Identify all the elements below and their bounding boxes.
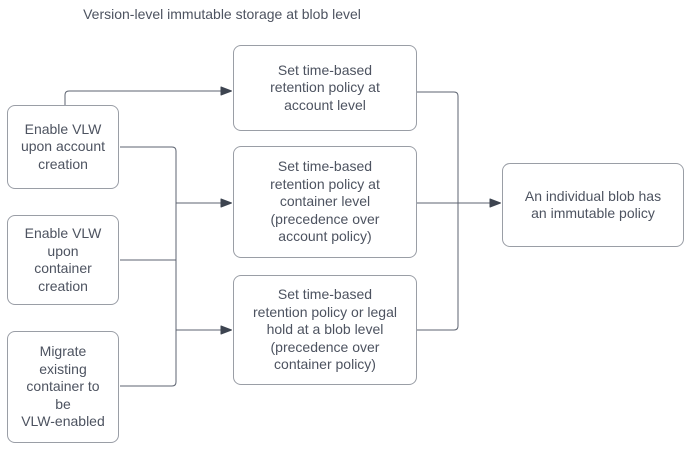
- node-label: Set time-based retention policy at conta…: [270, 158, 380, 245]
- connector-left-collector: [120, 146, 177, 387]
- node-label: Set time-based retention policy at accou…: [270, 61, 380, 113]
- node-retention-policy-container: Set time-based retention policy at conta…: [233, 146, 417, 258]
- node-label: Set time-based retention policy or legal…: [253, 286, 397, 373]
- node-label: Enable VLW upon account creation: [20, 120, 106, 172]
- node-retention-policy-blob: Set time-based retention policy or legal…: [233, 275, 417, 385]
- connector-right-collector: [417, 91, 459, 331]
- node-label: An individual blob has an immutable poli…: [524, 187, 662, 222]
- node-migrate-existing-container: Migrate existing container to be VLW-ena…: [7, 331, 119, 443]
- arrowhead-into-account-policy: [220, 86, 232, 96]
- node-retention-policy-account: Set time-based retention policy at accou…: [233, 45, 417, 131]
- node-blob-immutable-policy: An individual blob has an immutable poli…: [502, 163, 684, 247]
- diagram-title: Version-level immutable storage at blob …: [83, 6, 361, 22]
- arrowhead-into-container-policy: [220, 198, 232, 208]
- arrowhead-into-immutable-blob: [489, 198, 501, 208]
- connector-account-to-account-policy: [64, 90, 221, 105]
- arrowhead-into-blob-policy: [220, 325, 232, 335]
- node-enable-vlw-account: Enable VLW upon account creation: [7, 105, 119, 189]
- node-label: Migrate existing container to be VLW-ena…: [21, 343, 105, 430]
- node-label: Enable VLW upon container creation: [24, 225, 102, 294]
- node-enable-vlw-container: Enable VLW upon container creation: [7, 215, 119, 305]
